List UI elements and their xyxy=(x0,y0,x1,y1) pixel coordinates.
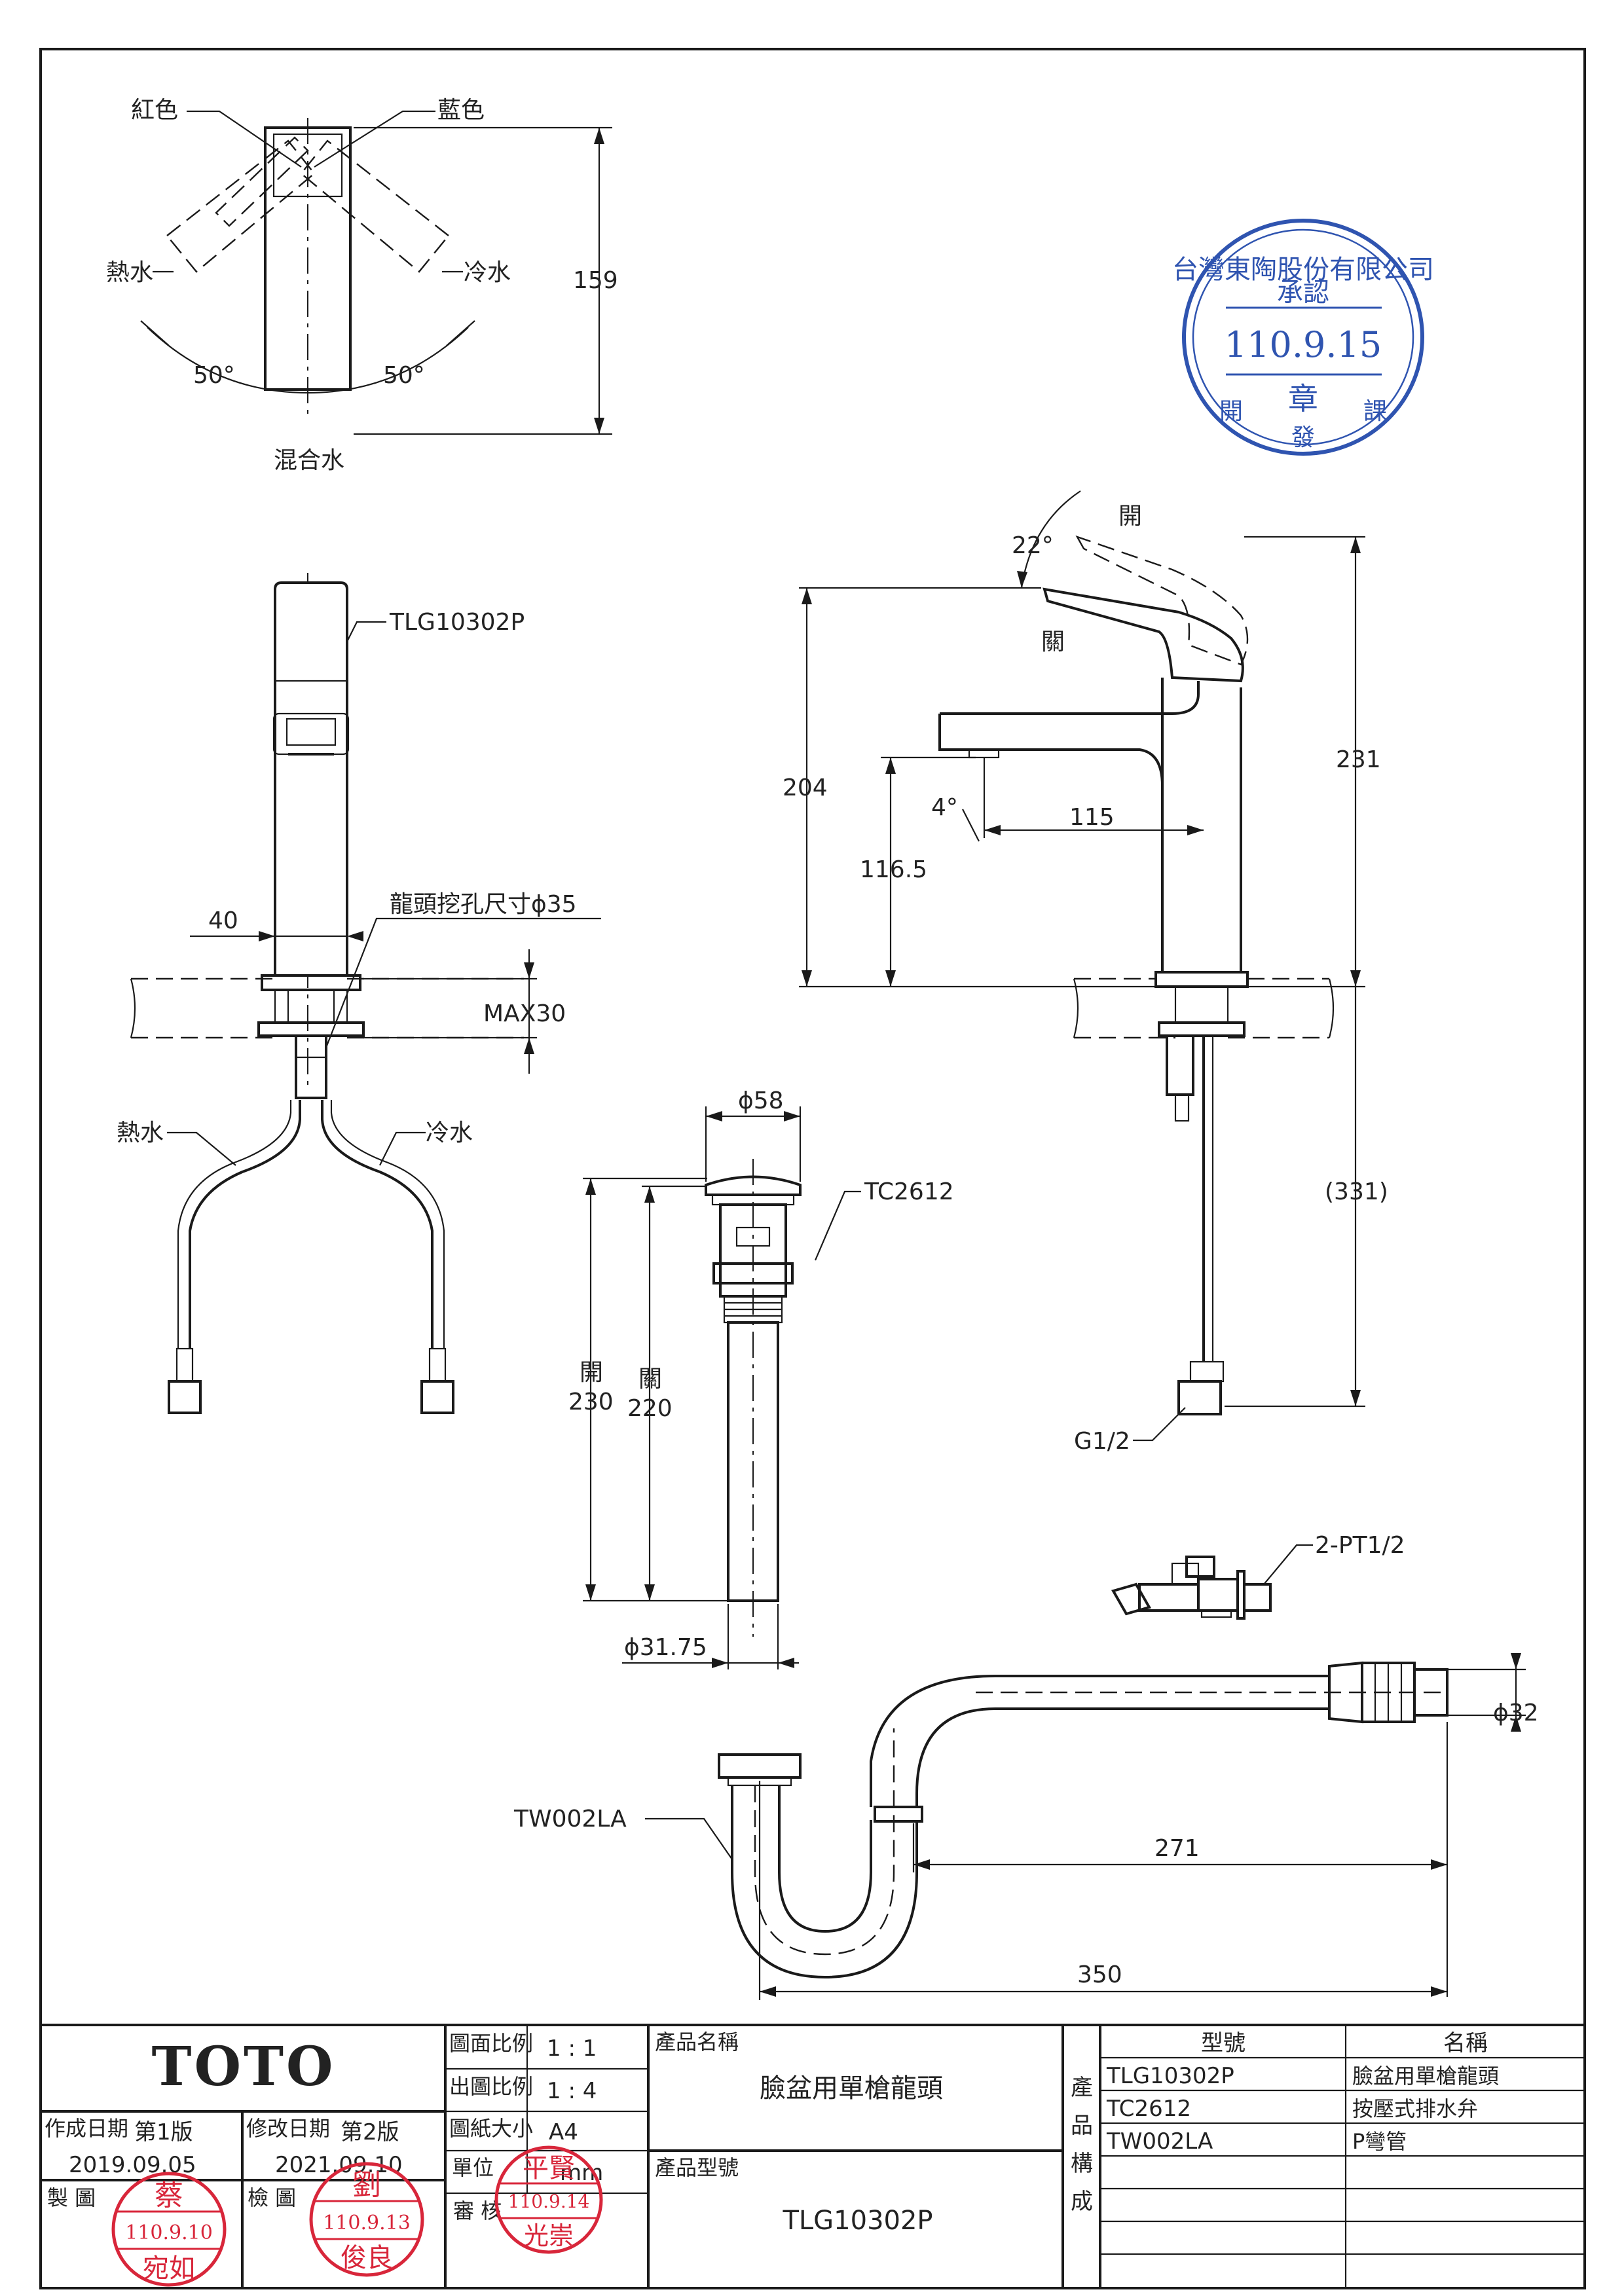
drawn-label: 製 圖 xyxy=(47,2185,96,2210)
col-model: 型號 xyxy=(1201,2030,1246,2056)
stamp-drawn-name-top: 蔡 xyxy=(155,2179,183,2212)
dim-159: 159 xyxy=(573,267,618,294)
label-hot-water: 熱水 xyxy=(106,259,153,286)
angle-valve xyxy=(1111,1544,1313,1620)
stamp-date: 110.9.15 xyxy=(1225,324,1382,365)
toto-logo: TOTO xyxy=(152,2035,336,2098)
dim-271: 271 xyxy=(1154,1835,1200,1862)
edition-2: 第2版 xyxy=(341,2119,399,2145)
part-model-1: TLG10302P xyxy=(1106,2063,1234,2089)
product-model: TLG10302P xyxy=(782,2206,932,2236)
unit-label: 單位 xyxy=(452,2155,494,2180)
edition-1: 第1版 xyxy=(134,2119,193,2145)
dim-max30: MAX30 xyxy=(483,1000,566,1027)
part-model-3: TW002LA xyxy=(1106,2128,1213,2155)
label-pt12: 2-PT1/2 xyxy=(1315,1532,1405,1559)
created-label: 作成日期 xyxy=(45,2116,128,2141)
drain-view xyxy=(583,1106,861,1669)
part-name-2: 按壓式排水弁 xyxy=(1352,2096,1478,2121)
stamp-review-date: 110.9.14 xyxy=(508,2191,590,2212)
stamp-approved: 承認 xyxy=(1277,278,1329,308)
label-blue: 藍色 xyxy=(437,97,485,124)
stamp-drawn-date: 110.9.10 xyxy=(125,2221,213,2244)
unit-value: mm xyxy=(560,2160,603,2186)
label-mixed-water: 混合水 xyxy=(274,447,344,474)
revised-label: 修改日期 xyxy=(246,2116,330,2141)
stamp-checked-name-bottom: 俊良 xyxy=(341,2243,393,2273)
product-model-label: 產品型號 xyxy=(655,2155,739,2180)
dim-350: 350 xyxy=(1077,1961,1122,1988)
stamp-checked-name-top: 劉 xyxy=(352,2168,381,2202)
paper-value: A4 xyxy=(549,2119,578,2145)
label-closed: 關 xyxy=(1041,629,1065,655)
product-name-label: 產品名稱 xyxy=(655,2030,739,2054)
checked-label: 檢 圖 xyxy=(248,2185,296,2210)
stamp-drawn-name-bottom: 宛如 xyxy=(143,2253,195,2284)
part-name-1: 臉盆用單槍龍頭 xyxy=(1352,2064,1499,2088)
dim-231: 231 xyxy=(1336,746,1381,773)
stamp-dept-2: 發 xyxy=(1291,424,1315,451)
out-scale-value: 1 : 4 xyxy=(547,2078,597,2104)
out-scale-label: 出圖比例 xyxy=(449,2074,533,2099)
label-tc2612: TC2612 xyxy=(864,1178,954,1205)
col-name: 名稱 xyxy=(1443,2030,1488,2056)
scale-label: 圖面比例 xyxy=(449,2031,533,2056)
part-model-2: TC2612 xyxy=(1106,2096,1191,2122)
label-model-front: TLG10302P xyxy=(389,609,525,636)
stamp-seal: 章 xyxy=(1288,381,1318,416)
label-open-2: 開 xyxy=(580,1359,603,1386)
label-angle-left: 50° xyxy=(193,362,235,389)
title-block-grid xyxy=(41,2024,1585,2288)
stamp-review-name-top: 平賢 xyxy=(523,2153,575,2183)
dim-331: (331) xyxy=(1325,1178,1388,1205)
review-label: 審 核 xyxy=(453,2198,502,2223)
stamp-drawn xyxy=(111,2172,227,2287)
dim-220: 220 xyxy=(627,1395,673,1422)
stamp-review xyxy=(494,2145,603,2254)
part-name-3: P彎管 xyxy=(1352,2129,1407,2154)
label-angle-right: 50° xyxy=(383,362,425,389)
front-view xyxy=(130,573,601,1414)
stamp-checked-date: 110.9.13 xyxy=(323,2212,411,2234)
dim-116-5: 116.5 xyxy=(860,856,927,883)
label-hole-size: 龍頭挖孔尺寸ϕ35 xyxy=(390,891,577,918)
dim-phi3175: ϕ31.75 xyxy=(624,1634,707,1661)
approval-stamp xyxy=(1182,219,1424,456)
dim-phi32: ϕ32 xyxy=(1493,1700,1539,1726)
paper-label: 圖紙大小 xyxy=(449,2116,533,2141)
scale-value: 1 : 1 xyxy=(547,2035,597,2062)
label-closed-2: 關 xyxy=(638,1366,662,1393)
stamp-dept-3: 課 xyxy=(1363,398,1387,425)
p-trap xyxy=(645,1653,1526,2000)
label-g12: G1/2 xyxy=(1074,1428,1130,1455)
label-hot-water-2: 熱水 xyxy=(117,1120,164,1146)
label-angle-22: 22° xyxy=(1012,532,1054,559)
dim-40: 40 xyxy=(208,907,238,934)
label-cold-water: 冷水 xyxy=(464,259,511,286)
composition-label: 產品構成 xyxy=(1071,2075,1093,2215)
dim-115: 115 xyxy=(1069,804,1115,831)
label-cold-water-2: 冷水 xyxy=(426,1120,473,1146)
side-view xyxy=(799,490,1365,1442)
label-open: 開 xyxy=(1118,503,1142,530)
dim-230: 230 xyxy=(568,1389,614,1415)
dim-phi58: ϕ58 xyxy=(738,1087,784,1114)
top-view xyxy=(140,110,612,435)
label-red: 紅色 xyxy=(131,97,178,124)
stamp-checked xyxy=(309,2162,424,2277)
label-angle-4: 4° xyxy=(931,794,958,821)
stamp-review-name-bottom: 光崇 xyxy=(524,2221,574,2250)
stamp-company: 台灣東陶股份有限公司 xyxy=(1172,255,1434,285)
drawing-border xyxy=(39,48,1586,2289)
product-name: 臉盆用單槍龍頭 xyxy=(760,2073,943,2104)
stamp-dept-1: 開 xyxy=(1219,398,1243,425)
dim-204: 204 xyxy=(783,774,828,801)
label-tw002la: TW002LA xyxy=(513,1806,627,1832)
